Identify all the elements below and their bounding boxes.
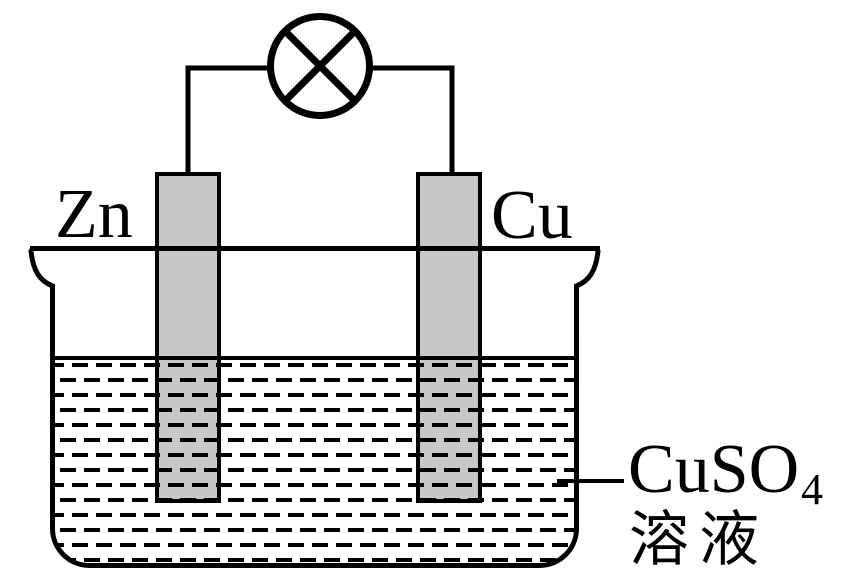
solution-name-label: 溶液 — [629, 507, 769, 573]
solution-formula-label: CuSO — [628, 431, 799, 508]
lamp-cross-line-2 — [282, 28, 358, 104]
wire-left — [185, 65, 273, 175]
lamp-icon — [267, 13, 373, 119]
solution-dash-fill — [52, 358, 577, 566]
solution-formula-subscript: 4 — [801, 465, 823, 514]
copper-label: Cu — [491, 177, 573, 254]
beaker-body — [28, 248, 601, 568]
wire-right — [367, 65, 455, 175]
zinc-label: Zn — [55, 176, 133, 253]
